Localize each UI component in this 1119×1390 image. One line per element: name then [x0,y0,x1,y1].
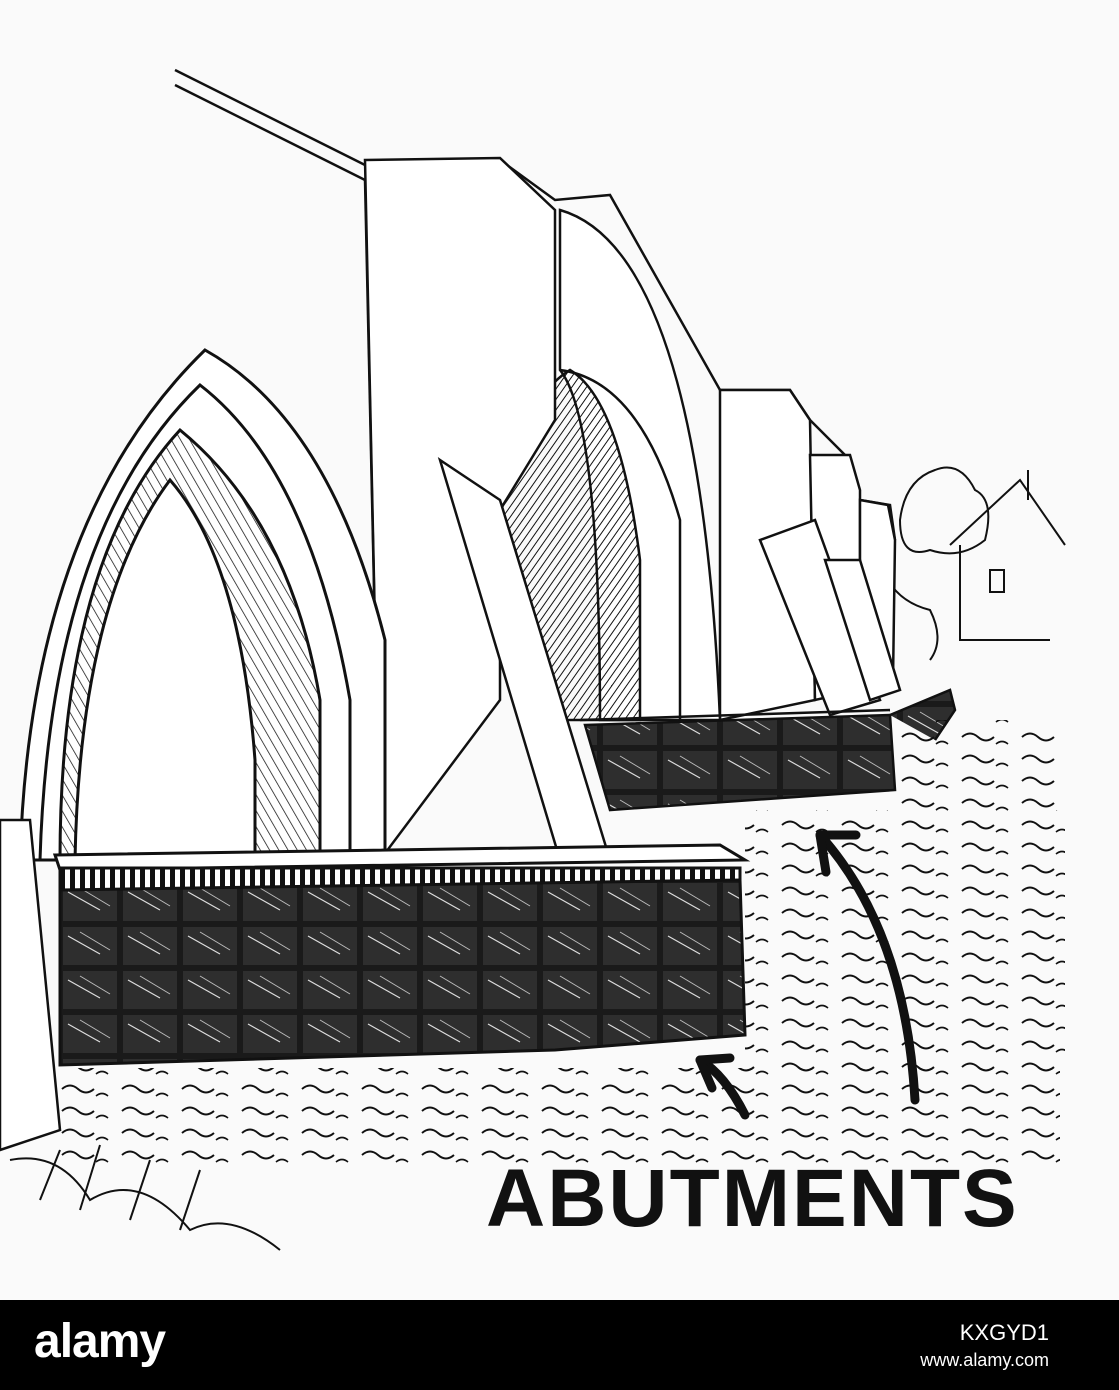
bridge-drawing [0,68,1066,1251]
central-pier [363,156,612,864]
background-house [949,470,1066,641]
distant-piers [718,388,902,722]
brand-url: www.alamy.com [920,1350,1049,1370]
abutments-label: ABUTMENTS [486,1153,1019,1244]
river-water [60,720,1065,1168]
watermark-bar: alamy KXGYD1 www.alamy.com [0,1300,1119,1390]
bridge-illustration: ABUTMENTS [0,68,1066,1251]
front-arch [18,348,387,862]
arrow-to-middle-abutment [815,830,920,1105]
arrow-to-front-abutment [695,1053,750,1120]
brand-logo: alamy [34,1315,166,1368]
left-wall [0,818,62,1152]
image-code: KXGYD1 [959,1320,1049,1345]
front-abutment [52,843,751,1067]
middle-abutment [579,688,957,812]
background-trees [879,466,990,661]
riverbank-grass [9,1144,281,1251]
